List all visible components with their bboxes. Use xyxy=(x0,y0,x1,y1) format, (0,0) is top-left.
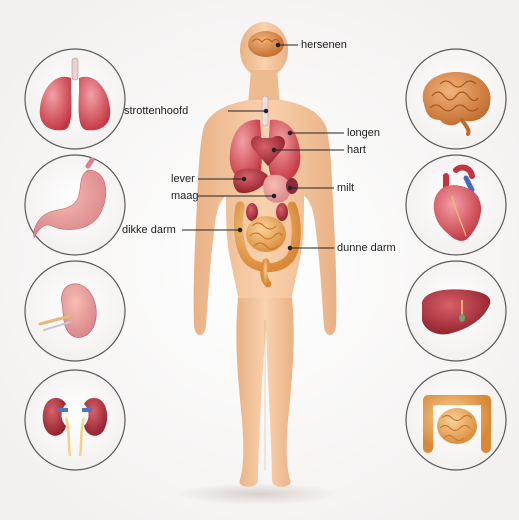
label-milt: milt xyxy=(337,182,354,194)
lungs-circle xyxy=(25,49,125,149)
heart-circle xyxy=(406,155,506,255)
label-lever: lever xyxy=(171,173,195,185)
label-hart: hart xyxy=(347,144,366,156)
brain-circle xyxy=(406,49,506,149)
liver-circle xyxy=(406,261,506,361)
label-hersenen: hersenen xyxy=(301,39,347,51)
label-strottenhoofd: strottenhoofd xyxy=(124,105,188,117)
floor-shadow xyxy=(178,483,338,505)
spleen-circle xyxy=(25,261,125,361)
label-dunne-darm: dunne darm xyxy=(337,242,396,254)
label-longen: longen xyxy=(347,127,380,139)
intestines-circle xyxy=(406,370,506,470)
label-dikke-darm: dikke darm xyxy=(122,224,176,236)
kidneys-circle xyxy=(25,370,125,470)
stomach-circle xyxy=(25,155,125,255)
label-maag: maag xyxy=(171,190,199,202)
